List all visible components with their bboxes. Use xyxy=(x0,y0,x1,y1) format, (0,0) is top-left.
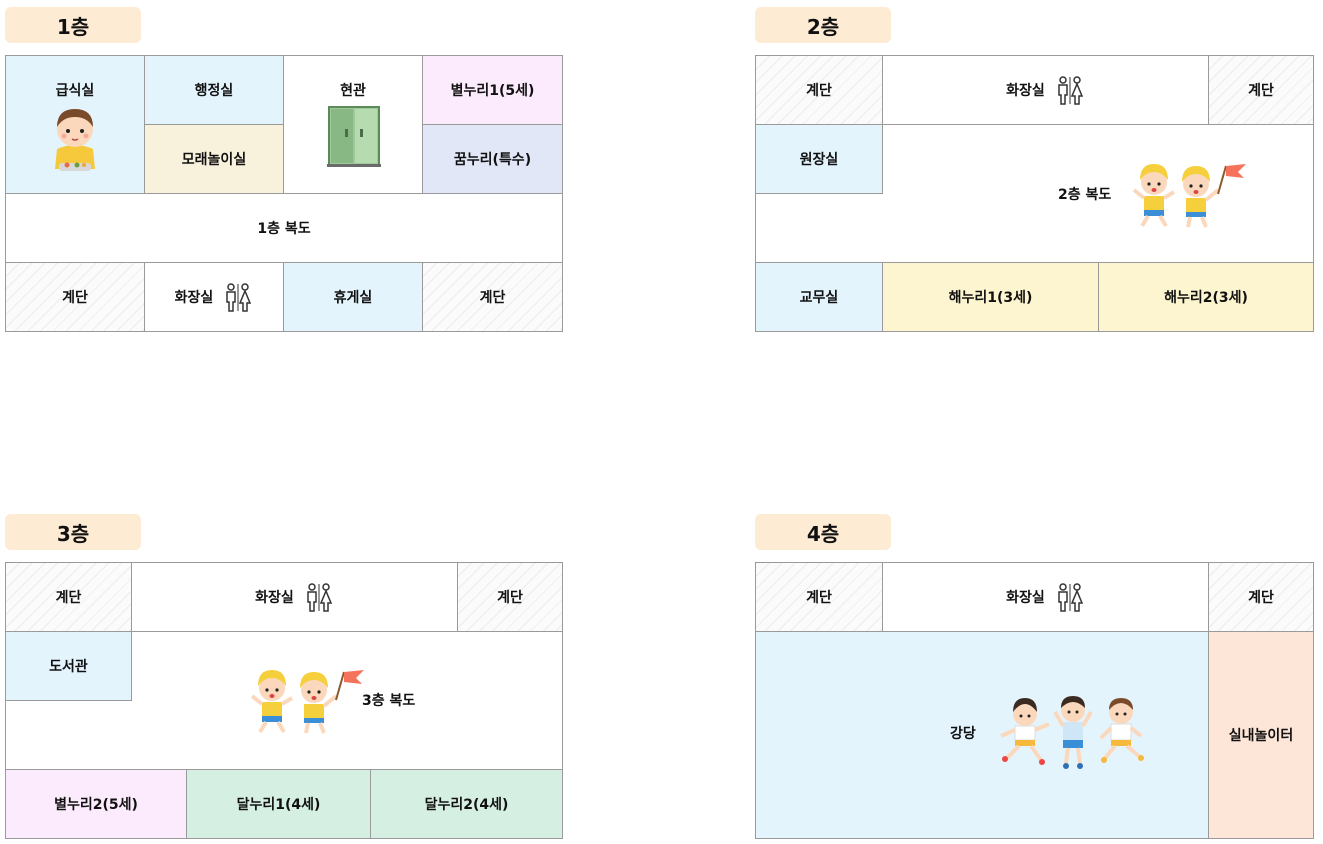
room-library[interactable]: 도서관 xyxy=(5,631,132,701)
room-star1-label: 별누리1(5세) xyxy=(450,83,535,99)
stairs-1f-right[interactable]: 계단 xyxy=(422,262,563,332)
room-admin[interactable]: 행정실 xyxy=(144,55,284,125)
room-indoor-playground[interactable]: 실내놀이터 xyxy=(1208,631,1314,839)
room-moon1[interactable]: 달누리1(4세) xyxy=(186,769,371,839)
stairs-1f-left-label: 계단 xyxy=(62,290,88,306)
restroom-4f-label: 화장실 xyxy=(1006,590,1045,606)
room-sun2[interactable]: 해누리2(3세) xyxy=(1098,262,1314,332)
room-star2-label: 별누리2(5세) xyxy=(54,797,138,813)
room-indoor-playground-label: 실내놀이터 xyxy=(1228,728,1294,744)
restroom-icon xyxy=(226,283,252,312)
restroom-4f[interactable]: 화장실 xyxy=(882,562,1209,632)
stairs-3f-left[interactable]: 계단 xyxy=(5,562,132,632)
floor4-plan: 계단 화장실 계단 강당 xyxy=(755,562,1314,839)
room-director[interactable]: 원장실 xyxy=(755,124,883,194)
room-entrance[interactable]: 현관 xyxy=(283,55,423,194)
restroom-1f[interactable]: 화장실 xyxy=(144,262,284,332)
floor1-plan: 급식실 행정실 모래놀이실 현관 별누리1(5세) 꿈누리(특수) 1층 xyxy=(5,55,563,332)
stairs-2f-right[interactable]: 계단 xyxy=(1208,55,1314,125)
corridor-1f-label: 1층 복도 xyxy=(257,221,311,237)
corridor-3f-label: 3층 복도 xyxy=(362,693,416,709)
restroom-2f[interactable]: 화장실 xyxy=(882,55,1209,125)
room-sun2-label: 해누리2(3세) xyxy=(1164,290,1248,306)
room-dream-label: 꿈누리(특수) xyxy=(453,152,532,168)
floor3-plan: 3층 복도 계단 화 xyxy=(5,562,563,839)
room-dream[interactable]: 꿈누리(특수) xyxy=(422,124,563,194)
room-sand-play-label: 모래놀이실 xyxy=(181,152,247,168)
room-library-label: 도서관 xyxy=(49,659,88,675)
stairs-2f-right-label: 계단 xyxy=(1248,83,1274,99)
stairs-1f-left[interactable]: 계단 xyxy=(5,262,145,332)
room-staff[interactable]: 교무실 xyxy=(755,262,883,332)
room-star2[interactable]: 별누리2(5세) xyxy=(5,769,187,839)
restroom-1f-label: 화장실 xyxy=(174,290,214,306)
child-eating-illustration xyxy=(55,109,95,171)
room-moon2-label: 달누리2(4세) xyxy=(424,797,509,813)
children-with-flag-illustration xyxy=(250,670,364,734)
room-lounge[interactable]: 휴게실 xyxy=(283,262,423,332)
floor1-tag: 1층 xyxy=(5,7,141,43)
stairs-4f-right[interactable]: 계단 xyxy=(1208,562,1314,632)
restroom-2f-label: 화장실 xyxy=(1006,83,1045,99)
children-with-flag-illustration xyxy=(1132,164,1246,228)
stairs-4f-left[interactable]: 계단 xyxy=(755,562,883,632)
children-playing-illustration xyxy=(1000,696,1144,769)
door-icon xyxy=(327,106,381,167)
stairs-4f-right-label: 계단 xyxy=(1248,590,1274,606)
room-cafeteria-label: 급식실 xyxy=(55,83,95,99)
room-sand-play[interactable]: 모래놀이실 xyxy=(144,124,284,194)
room-auditorium[interactable] xyxy=(755,631,1209,839)
restroom-icon xyxy=(1058,583,1083,612)
corridor-1f[interactable]: 1층 복도 xyxy=(5,193,563,263)
stairs-3f-right-label: 계단 xyxy=(497,590,523,606)
room-staff-label: 교무실 xyxy=(799,290,839,306)
room-admin-label: 행정실 xyxy=(194,83,234,99)
room-auditorium-label: 강당 xyxy=(950,726,976,742)
stairs-2f-left-label: 계단 xyxy=(806,83,832,99)
room-lounge-label: 휴게실 xyxy=(333,290,373,306)
restroom-icon xyxy=(307,583,332,612)
room-director-label: 원장실 xyxy=(799,152,839,168)
floor4-tag: 4층 xyxy=(755,514,891,550)
room-sun1-label: 해누리1(3세) xyxy=(948,290,1033,306)
restroom-3f[interactable]: 화장실 xyxy=(131,562,458,632)
stairs-3f-right[interactable]: 계단 xyxy=(457,562,563,632)
floor3-tag: 3층 xyxy=(5,514,141,550)
restroom-3f-label: 화장실 xyxy=(255,590,294,606)
room-star1[interactable]: 별누리1(5세) xyxy=(422,55,563,125)
stairs-3f-left-label: 계단 xyxy=(55,590,82,606)
room-moon2[interactable]: 달누리2(4세) xyxy=(370,769,563,839)
stairs-1f-right-label: 계단 xyxy=(479,290,506,306)
room-entrance-label: 현관 xyxy=(340,83,366,99)
stairs-4f-left-label: 계단 xyxy=(806,590,832,606)
room-moon1-label: 달누리1(4세) xyxy=(236,797,321,813)
floor2-plan: 2층 복도 계단 화 xyxy=(755,55,1314,332)
floor2-tag: 2층 xyxy=(755,7,891,43)
room-sun1[interactable]: 해누리1(3세) xyxy=(882,262,1099,332)
restroom-icon xyxy=(1058,76,1083,105)
corridor-2f-label: 2층 복도 xyxy=(1058,187,1112,203)
stairs-2f-left[interactable]: 계단 xyxy=(755,55,883,125)
